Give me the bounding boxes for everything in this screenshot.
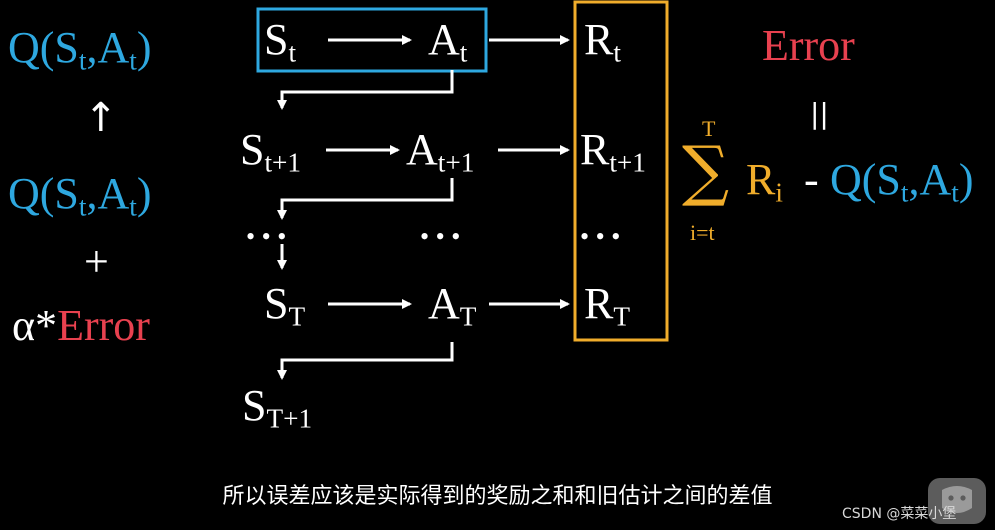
q-estimate: Q(St,At) <box>830 155 974 208</box>
reward-i: Ri <box>746 155 783 208</box>
dots-reward: • • • <box>580 222 621 251</box>
state-T1: ST+1 <box>242 381 313 434</box>
state-t1: St+1 <box>240 125 302 178</box>
dots-action: • • • <box>420 222 461 251</box>
error-label: Error <box>762 21 855 70</box>
reward-t: Rt <box>584 15 621 68</box>
reward-t1: Rt+1 <box>580 125 646 178</box>
play-icon <box>942 486 972 513</box>
state-T: ST <box>264 279 306 332</box>
action-t: At <box>428 15 468 68</box>
arrow-a-to-next-s-t1 <box>277 178 454 220</box>
minus-sign: - <box>804 155 819 204</box>
reward-T: RT <box>584 279 631 332</box>
arrow-a-to-next-s-T <box>277 342 454 380</box>
q-base: Q(S <box>8 23 79 72</box>
sum-icon: ∑ <box>682 132 730 209</box>
q-sub-a: t <box>129 191 137 222</box>
sum-upper-limit: T <box>702 116 716 141</box>
equals-sign: || <box>810 97 829 130</box>
q-sub-s: t <box>78 191 87 222</box>
play-button[interactable] <box>928 478 986 524</box>
q-old: Q(St,At) <box>8 172 152 221</box>
alpha-error-label: Error <box>57 301 150 350</box>
q-close: ) <box>136 169 152 218</box>
action-t1: At+1 <box>406 125 475 178</box>
arrow-a-to-next-s-t <box>277 70 454 110</box>
alpha-prefix: α* <box>12 301 58 350</box>
action-T: AT <box>428 279 477 332</box>
subtitle-caption: 所以误差应该是实际得到的奖励之和和旧估计之间的差值 <box>222 484 773 509</box>
up-arrow-icon: ↑ <box>84 95 118 141</box>
state-t: St <box>264 15 297 68</box>
q-sub-s: t <box>78 45 87 76</box>
q-comma: ,A <box>86 23 130 72</box>
sum-lower-limit: i=t <box>690 220 715 245</box>
state-action-box <box>256 7 488 73</box>
q-updated: Q(St,At) <box>8 26 152 75</box>
dots-state: • • • <box>246 222 287 251</box>
reward-box <box>573 0 669 342</box>
q-base: Q(S <box>8 169 79 218</box>
plus-sign: + <box>84 237 109 286</box>
alpha-error-term: α*Error <box>12 304 150 348</box>
q-sub-a: t <box>129 45 137 76</box>
q-close: ) <box>136 23 152 72</box>
q-comma: ,A <box>86 169 130 218</box>
watermark: CSDN @菜菜小堡 <box>842 506 957 522</box>
